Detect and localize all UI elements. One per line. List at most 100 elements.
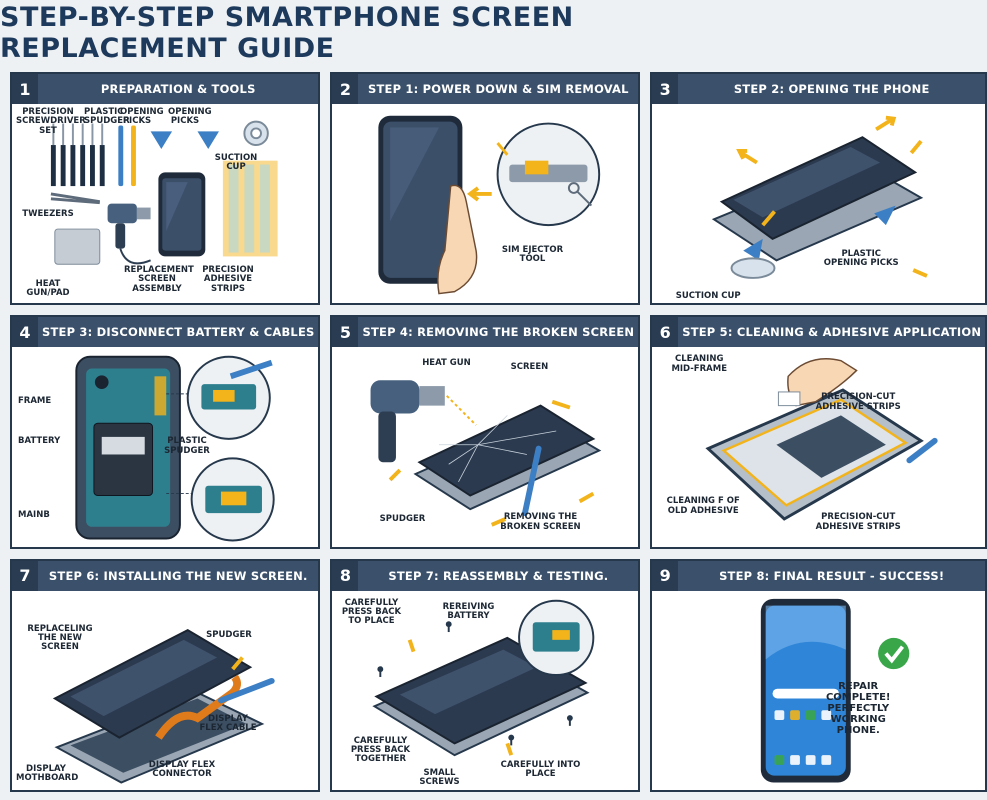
connector-zoom-top (186, 356, 273, 441)
installing-illustration (52, 628, 275, 784)
label-press: CAREFULLY PRESS BACK TO PLACE (341, 597, 402, 627)
panel-header: 5 STEP 4: REMOVING THE BROKEN SCREEN (332, 317, 639, 348)
label-heat: HEAT GUN/PAD (26, 279, 70, 299)
label-into: CAREFULLY INTO PLACE (500, 759, 581, 779)
label-cleaning: CLEANING MID-FRAME (671, 354, 727, 374)
reassembly-illustration (372, 599, 595, 756)
label-tweezers: TWEEZERS (22, 209, 74, 219)
disconnect-illustration (75, 356, 275, 542)
label-picks: OPENING PICKS (120, 107, 164, 127)
label-removing: REMOVING THE BROKEN SCREEN (500, 512, 581, 532)
heat-pad-icon (54, 228, 101, 265)
panel-title: PREPARATION & TOOLS (100, 82, 256, 96)
step-number: 3 (652, 74, 679, 104)
checkmark-icon (878, 637, 910, 669)
connector-zoom-bottom (190, 457, 275, 542)
panel-opening: 3 STEP 2: OPENING THE PHONE (650, 72, 987, 306)
label-battery: REREIVING BATTERY (442, 601, 495, 621)
battery-zoom (518, 599, 595, 676)
panel-reassembly: 8 STEP 7: REASSEMBLY & TESTING. (330, 558, 641, 792)
spudger-icon (118, 125, 136, 187)
label-battery: BATTERY (18, 436, 61, 447)
new-screen-icon (52, 628, 253, 739)
flex-cable-icon (155, 674, 241, 740)
panel-header: 1 PREPARATION & TOOLS (12, 74, 319, 104)
panel-title: STEP 4: REMOVING THE BROKEN SCREEN (362, 325, 635, 340)
label-strips: PRECISION-CUT ADHESIVE STRIPS (815, 512, 901, 532)
panel-power-down: 2 STEP 1: POWER DOWN & SIM REMOVAL (330, 72, 641, 306)
suction-cup-icon (730, 257, 776, 279)
result-illustration (761, 598, 910, 783)
phone-screen-lifted (720, 136, 918, 240)
panel-title: STEP 8: FINAL RESULT - SUCCESS! (719, 568, 945, 583)
label-screwdriver: PRECISION SCREWDRIVER SET (16, 107, 86, 136)
spudger-icon (906, 438, 938, 464)
steps-grid: 1 PREPARATION & TOOLS (10, 72, 987, 792)
phone-front-icon (378, 115, 463, 284)
phone-internal-icon (75, 356, 181, 540)
panel-cleaning: 6 STEP 5: CLEANING & ADHESIVE APPLICATIO… (650, 315, 987, 549)
label-picks: OPENING PICKS (168, 107, 212, 127)
label-suction: SUCTION CUP (214, 153, 258, 173)
panel-title: STEP 5: CLEANING & ADHESIVE APPLICATION (682, 325, 982, 340)
heat-gun-icon (107, 203, 151, 265)
panel-preparation: 1 PREPARATION & TOOLS (10, 72, 321, 306)
panel-title: STEP 2: OPENING THE PHONE (733, 82, 930, 96)
arrow-icon (467, 186, 493, 202)
label-heat: HEAT GUN (422, 358, 471, 369)
label-spudger: SPUDGER (206, 629, 252, 640)
broken-screen-icon (417, 404, 596, 497)
tools-illustration (50, 120, 278, 265)
label-result: REPAIR COMPLETE! PERFECTLY WORKING PHONE… (825, 680, 891, 736)
sim-tray-zoom (496, 122, 601, 227)
cleaning-illustration (705, 358, 938, 522)
label-spudger: PLASTIC SPUDGER (84, 107, 130, 127)
panel-header: 8 STEP 7: REASSEMBLY & TESTING. (332, 560, 639, 591)
adhesive-strips-icon (222, 160, 278, 257)
panel-header: 7 STEP 6: INSTALLING THE NEW SCREEN. (12, 560, 319, 591)
label-suction: SUCTION CUP (675, 291, 741, 301)
step-number: 2 (332, 74, 359, 104)
suction-cup-icon (243, 120, 269, 147)
label-screws: SMALL SCREWS (419, 767, 460, 787)
hand-icon (778, 358, 858, 407)
heat-gun-icon (371, 380, 478, 463)
panel-header: 6 STEP 5: CLEANING & ADHESIVE APPLICATIO… (652, 317, 986, 348)
step-number: 5 (332, 317, 359, 348)
step-number: 1 (12, 74, 38, 104)
panel-header: 4 STEP 3: DISCONNECT BATTERY & CABLES (12, 317, 319, 348)
panel-result: 9 STEP 8: FINAL RESULT - SUCCESS! (650, 558, 987, 792)
page-title: STEP-BY-STEP SMARTPHONE SCREEN REPLACEME… (0, 2, 574, 64)
panel-title: STEP 3: DISCONNECT BATTERY & CABLES (42, 325, 315, 340)
label-strips: PRECISION-CUT ADHESIVE STRIPS (815, 392, 901, 412)
label-flex-cable: DISPLAY FLEX CABLE (199, 713, 257, 733)
label-screen: SCREEN (510, 362, 549, 373)
pick-icon (743, 205, 896, 261)
label-picks: PLASTIC OPENING PICKS (823, 249, 899, 269)
step-number: 6 (652, 317, 679, 348)
tweezers-icon (50, 192, 101, 205)
phone-working-icon (761, 598, 851, 783)
phone-frame-icon (705, 388, 925, 522)
sim-removal-illustration (378, 115, 601, 295)
panel-title: STEP 7: REASSEMBLY & TESTING. (388, 568, 609, 583)
label-replacement: REPLACEMENT SCREEN ASSEMBLY (124, 265, 194, 294)
step-number: 8 (332, 560, 359, 591)
label-cleaning-old: CLEANING F OF OLD ADHESIVE (666, 496, 740, 516)
arrow-icon (496, 142, 509, 156)
opening-illustration (712, 115, 928, 279)
hand-icon (437, 184, 478, 295)
label-spudger: PLASTIC SPUDGER (164, 436, 210, 456)
step-number: 9 (652, 560, 679, 591)
pick-icon (150, 131, 219, 149)
label-spudger: SPUDGER (379, 514, 426, 525)
replacement-screen-icon (158, 172, 206, 257)
step-number: 4 (12, 317, 38, 348)
arrow-icon (408, 638, 514, 756)
panel-header: 3 STEP 2: OPENING THE PHONE (652, 74, 986, 104)
panel-title: STEP 1: POWER DOWN & SIM REMOVAL (368, 82, 629, 96)
label-flex-connector: DISPLAY FLEX CONNECTOR (148, 759, 216, 779)
label-sim: SIM EJECTOR TOOL (501, 245, 564, 265)
step-number: 7 (12, 560, 38, 591)
spudger-icon (522, 446, 543, 517)
